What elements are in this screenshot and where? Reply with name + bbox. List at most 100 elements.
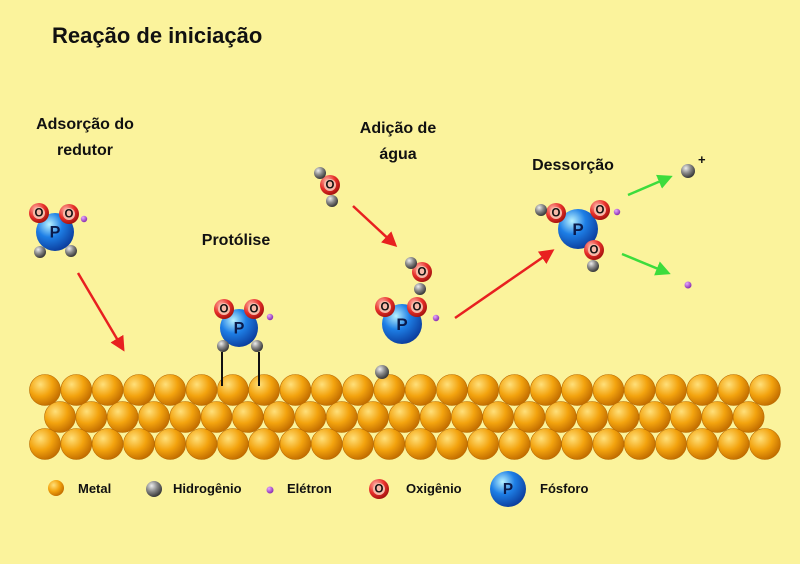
hydrogen-atom: [217, 340, 229, 352]
metal-atom: [717, 428, 750, 460]
metal-atom: [29, 428, 61, 460]
metal-atom: [561, 428, 593, 460]
metal-atom: [592, 374, 625, 406]
metal-atom: [44, 401, 76, 433]
metal-atom: [60, 374, 93, 406]
oxygen-atom: O: [412, 262, 432, 282]
step-water-addition-line1: Adição de: [360, 120, 437, 137]
step-protolysis: Protólise: [202, 232, 271, 249]
oxygen-letter: O: [65, 209, 74, 221]
metal-atom: [451, 401, 483, 433]
legend-hydrogen-label: Hidrogênio: [173, 481, 242, 496]
metal-atom: [388, 401, 421, 433]
metal-atom: [576, 401, 608, 433]
oxygen-atom: O: [59, 204, 79, 224]
oxygen-atom: O: [590, 200, 610, 220]
metal-atom: [717, 374, 750, 406]
phosphorus-letter: P: [572, 220, 583, 239]
metal-atom: [91, 374, 124, 406]
metal-atom: [60, 428, 93, 460]
metal-atom: [607, 401, 640, 433]
legend-oxygen-label: Oxigênio: [406, 481, 462, 496]
oxygen-letter: O: [250, 304, 259, 316]
metal-atom: [217, 428, 249, 460]
metal-atom: [91, 428, 124, 460]
hydrogen-atom: [251, 340, 263, 352]
phosphorus-letter: P: [50, 224, 61, 242]
metal-atom: [513, 401, 546, 433]
legend-electron-icon: [266, 486, 274, 494]
metal-atom: [419, 401, 452, 433]
electron: [613, 208, 621, 216]
metal-atom: [373, 428, 406, 460]
legend-phosphorus-label: Fósforo: [540, 481, 588, 496]
metal-atom: [248, 428, 280, 460]
oxygen-letter: O: [381, 302, 390, 314]
metal-atom: [75, 401, 108, 433]
metal-atom: [498, 428, 531, 460]
legend-phosphorus-icon: P: [490, 471, 526, 507]
oxygen-atom: O: [320, 175, 340, 195]
metal-atom: [263, 401, 295, 433]
step-desorption: Dessorção: [532, 157, 614, 174]
phosphorus-atom: P: [558, 209, 598, 249]
metal-atom: [404, 374, 437, 406]
step-adsorption-line1: Adsorção do: [36, 116, 134, 133]
phosphorus-letter: P: [396, 315, 407, 334]
reaction-arrow: [352, 205, 398, 248]
diagram-title: Reação de iniciação: [52, 23, 262, 48]
phosphorus-atom: P: [490, 471, 526, 507]
metal-atom: [138, 401, 170, 433]
metal-surface: [29, 374, 781, 460]
metal-atom: [686, 374, 719, 406]
legend: Metal Hidrogênio Elétron O Oxigênio P Fó…: [48, 471, 588, 507]
metal-atom: [200, 401, 233, 433]
metal-atom: [123, 428, 155, 460]
metal-atom: [357, 401, 389, 433]
metal-atom: [592, 428, 625, 460]
hydrogen-atom: [535, 204, 547, 216]
oxygen-letter: O: [35, 208, 44, 220]
metal-atom: [248, 374, 280, 406]
metal-atom: [670, 401, 702, 433]
hydrogen-atom: [587, 260, 599, 272]
metal-atom: [217, 374, 249, 406]
metal-atom: [169, 401, 201, 433]
oxygen-letter: O: [375, 484, 384, 496]
metal-atom: [701, 401, 734, 433]
oxygen-letter: O: [552, 208, 561, 220]
hydrogen-atom: [414, 283, 426, 295]
metal-atom: [467, 428, 500, 460]
oxygen-letter: O: [418, 267, 427, 279]
electron: [80, 215, 88, 223]
oxygen-letter: O: [326, 180, 335, 192]
metal-atom: [325, 401, 358, 433]
oxygen-letter: O: [596, 205, 605, 217]
metal-atom: [185, 428, 218, 460]
oxygen-letter: O: [590, 245, 599, 257]
oxygen-atom: O: [584, 240, 604, 260]
product-arrow: [621, 252, 671, 276]
metal-atom: [529, 428, 562, 460]
metal-atom: [373, 374, 406, 406]
oxygen-atom: O: [369, 479, 389, 499]
metal-atom: [232, 401, 264, 433]
metal-atom: [686, 428, 719, 460]
legend-metal-label: Metal: [78, 481, 111, 496]
metal-atom: [154, 428, 186, 460]
metal-atom: [638, 401, 671, 433]
reaction-arrow: [454, 249, 555, 320]
hydrogen-atom: [375, 365, 389, 379]
legend-hydrogen-icon: [146, 481, 162, 497]
metal-atom: [655, 428, 687, 460]
hydrogen-ion-atom: [681, 164, 695, 178]
oxygen-atom: O: [375, 297, 395, 317]
metal-atom: [294, 401, 327, 433]
ion-charge-label: +: [698, 152, 706, 167]
metal-atom: [623, 428, 656, 460]
phosphorus-letter: P: [234, 320, 245, 338]
electron: [432, 314, 440, 322]
phosphorus-atom: P: [220, 309, 258, 347]
metal-atom: [185, 374, 218, 406]
